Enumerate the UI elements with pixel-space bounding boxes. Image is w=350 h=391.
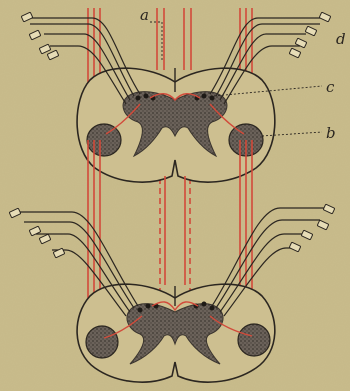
lower-left-ganglion (86, 326, 118, 358)
upper-left-ganglion (87, 124, 121, 156)
label-c: c (326, 78, 335, 96)
label-a: a (140, 6, 149, 24)
lower-right-ganglion (238, 324, 270, 356)
label-d: d (336, 30, 346, 48)
label-b: b (326, 124, 336, 142)
